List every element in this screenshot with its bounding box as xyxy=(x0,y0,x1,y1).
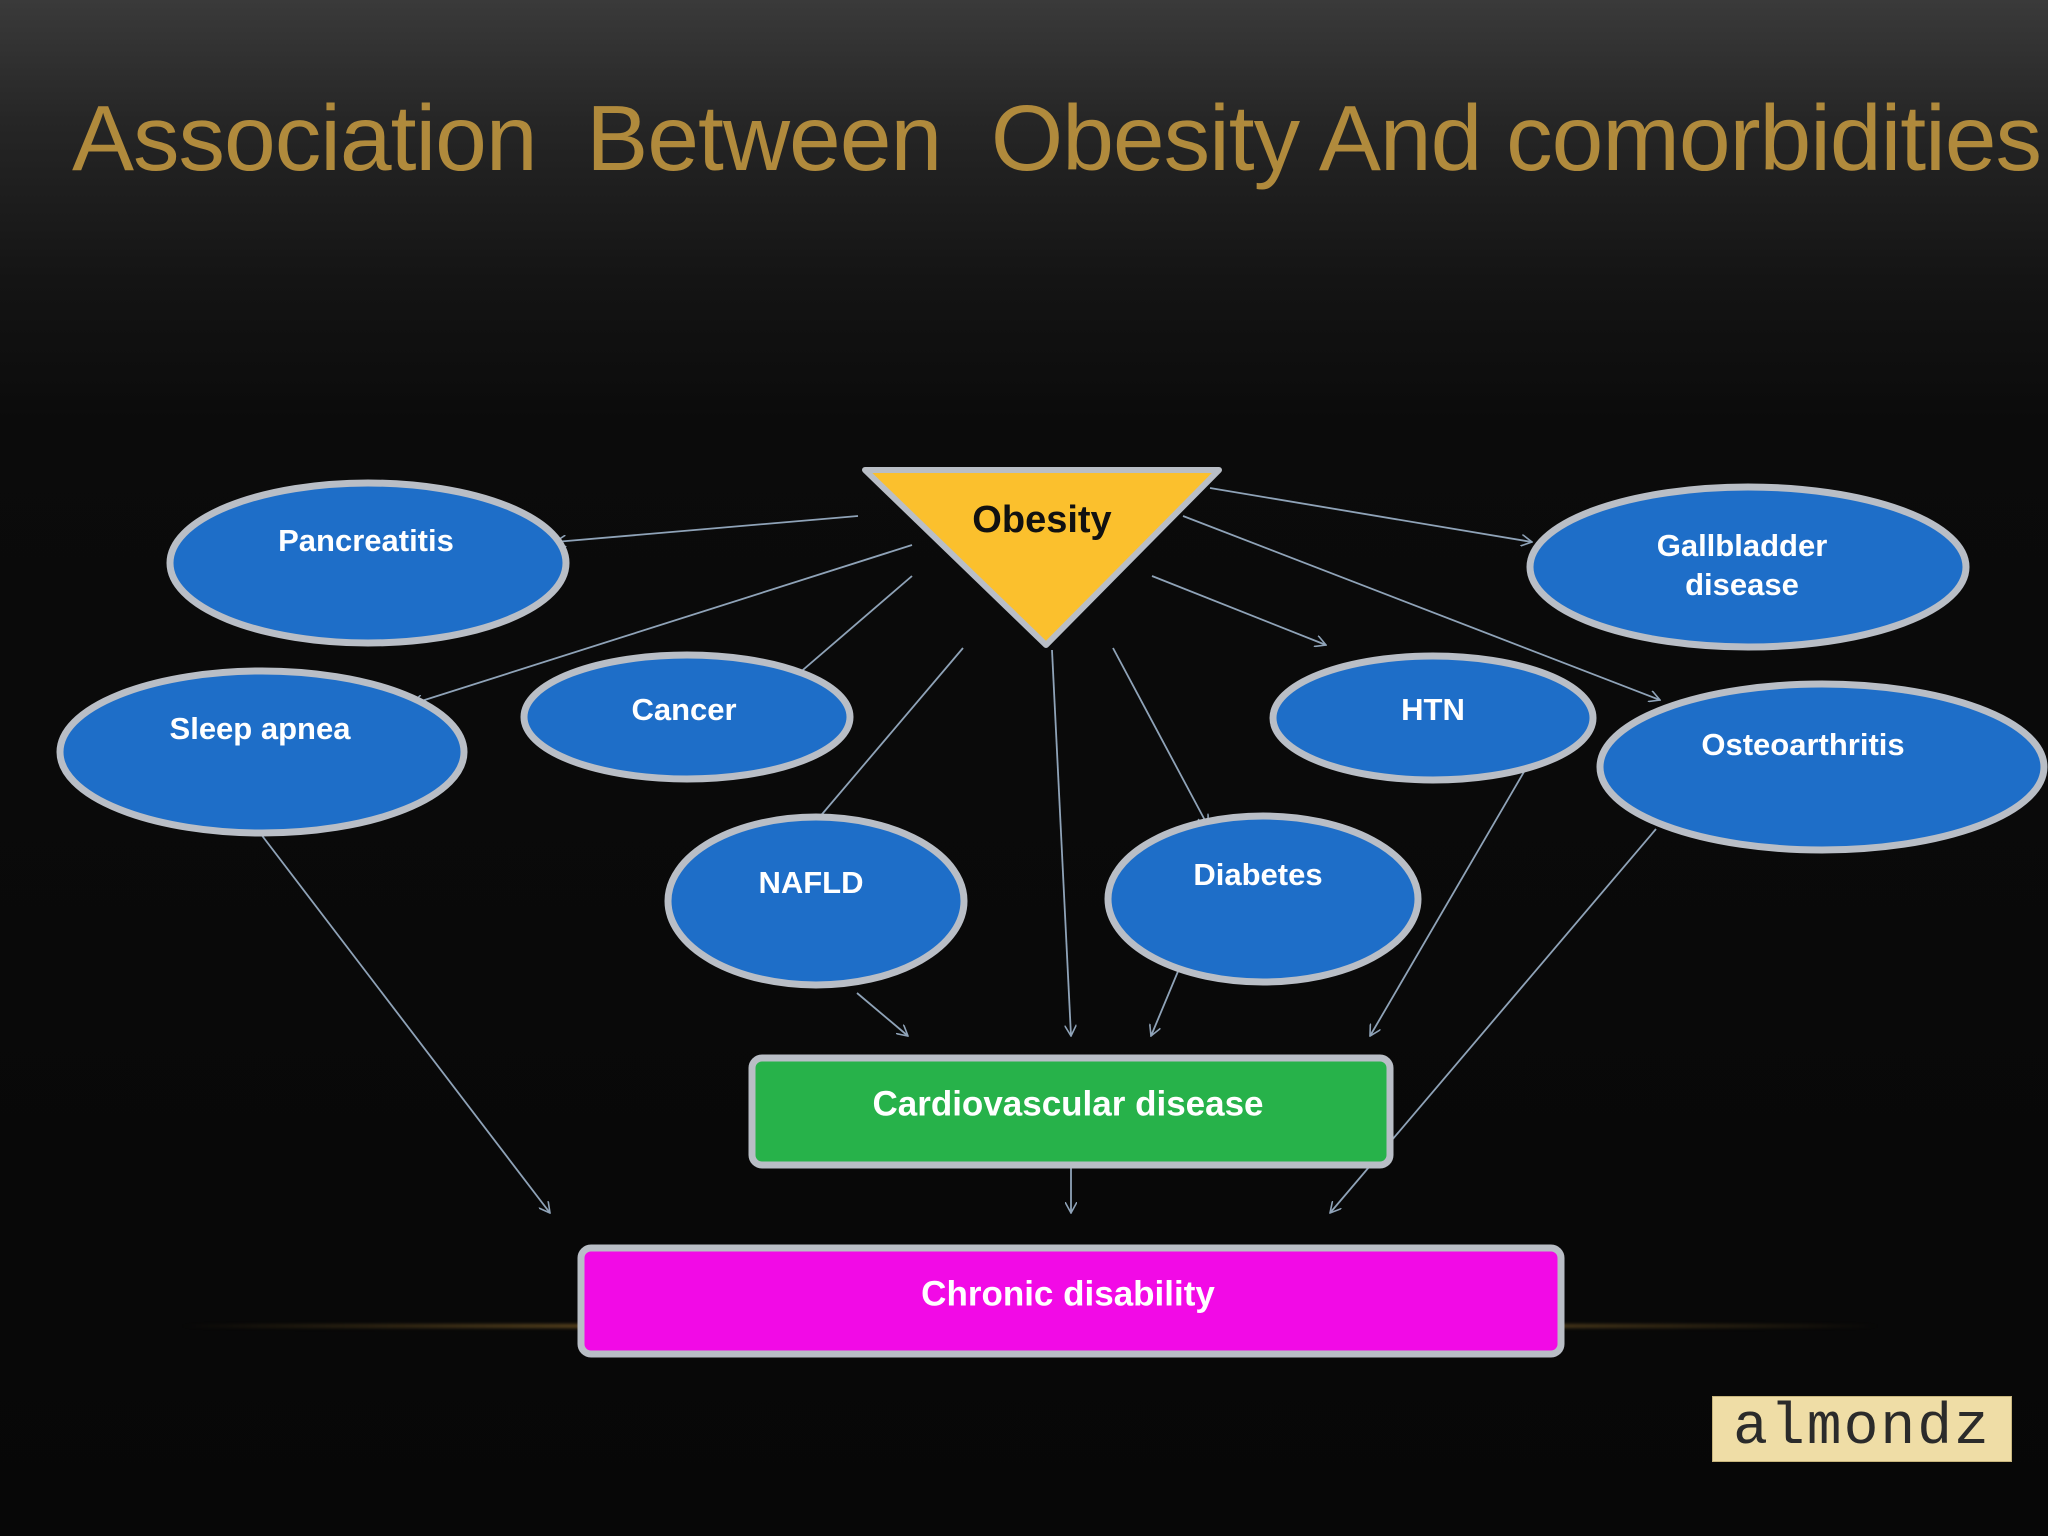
htn-label: HTN xyxy=(1401,692,1465,727)
nafld-ellipse xyxy=(664,813,968,989)
node-sleep-apnea: Sleep apnea xyxy=(56,667,468,837)
gallbladder-ellipse xyxy=(1526,483,1970,651)
cardiovascular-box xyxy=(748,1054,1394,1169)
edge-htn-to-cardiovascular xyxy=(1370,764,1529,1036)
node-obesity: Obesity xyxy=(862,467,1222,648)
edge-nafld-to-cardiovascular xyxy=(856,992,908,1036)
node-cardiovascular-disease: Cardiovascular disease xyxy=(748,1054,1394,1169)
node-gallbladder-disease: Gallbladder disease xyxy=(1526,483,1970,651)
node-htn: HTN xyxy=(1269,652,1597,784)
edge-obesity-to-diabetes xyxy=(1112,647,1208,826)
edge-obesity-to-gallbladder xyxy=(1209,487,1532,542)
edge-sleep-apnea-to-chronic xyxy=(227,790,550,1213)
pancreatitis-ellipse xyxy=(166,479,570,647)
cardiovascular-label: Cardiovascular disease xyxy=(872,1084,1263,1123)
osteoarthritis-label: Osteoarthritis xyxy=(1701,727,1904,762)
edge-obesity-to-htn xyxy=(1151,575,1326,645)
gallbladder-label-line2: disease xyxy=(1685,567,1799,602)
chronic-label: Chronic disability xyxy=(921,1274,1215,1313)
node-nafld: NAFLD xyxy=(664,813,968,989)
edge-obesity-to-sleep-apnea xyxy=(412,544,913,704)
node-cancer: Cancer xyxy=(520,651,854,783)
node-chronic-disability: Chronic disability xyxy=(577,1244,1565,1358)
sleep-apnea-ellipse xyxy=(56,667,468,837)
edge-obesity-to-cardiovascular xyxy=(1051,649,1071,1036)
diabetes-ellipse xyxy=(1104,812,1422,986)
node-diabetes: Diabetes xyxy=(1104,812,1422,986)
obesity-label: Obesity xyxy=(972,499,1111,541)
osteoarthritis-ellipse xyxy=(1596,680,2048,854)
htn-ellipse xyxy=(1269,652,1597,784)
obesity-triangle xyxy=(862,467,1222,648)
slide-title: Association Between Obesity And comorbid… xyxy=(72,86,2042,190)
diabetes-label: Diabetes xyxy=(1193,857,1322,892)
gallbladder-label-line1: Gallbladder xyxy=(1657,528,1828,563)
almondz-logo: almondz xyxy=(1712,1396,2012,1462)
chronic-box xyxy=(577,1244,1565,1358)
nafld-label: NAFLD xyxy=(758,865,863,900)
pancreatitis-label: Pancreatitis xyxy=(278,523,454,558)
edge-obesity-to-osteoarthritis xyxy=(1182,515,1660,700)
sleep-apnea-label: Sleep apnea xyxy=(170,711,352,746)
edge-obesity-to-nafld xyxy=(812,647,964,826)
node-pancreatitis: Pancreatitis xyxy=(166,479,570,647)
edge-obesity-to-pancreatitis xyxy=(555,515,859,542)
node-osteoarthritis: Osteoarthritis xyxy=(1596,680,2048,854)
cancer-ellipse xyxy=(520,651,854,783)
cancer-label: Cancer xyxy=(631,692,736,727)
